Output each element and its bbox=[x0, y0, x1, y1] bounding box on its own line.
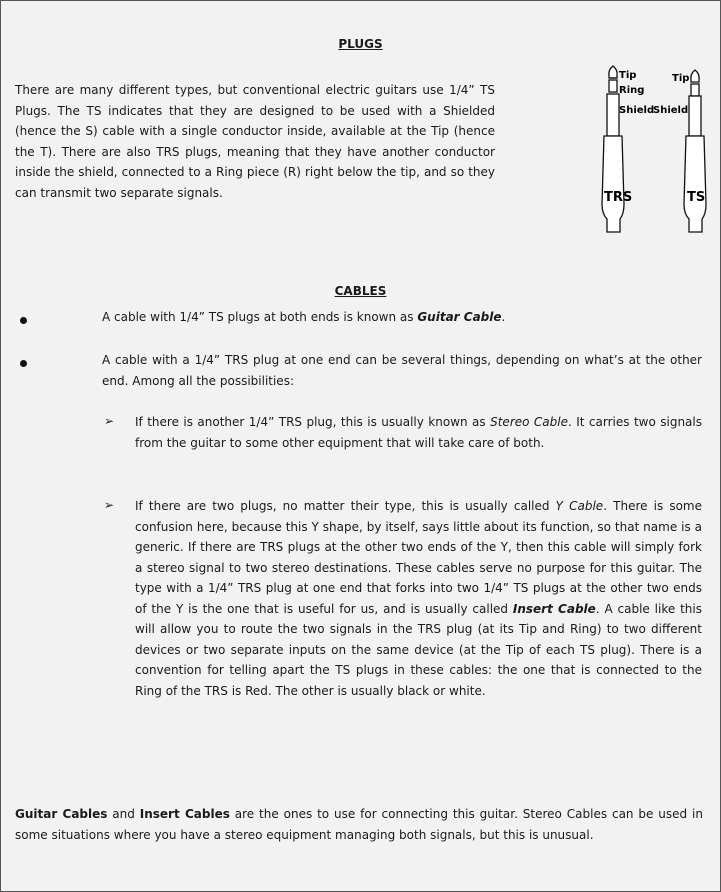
bullet1-text: A cable with 1/4” TS plugs at both ends … bbox=[102, 310, 418, 324]
trs-name-label: TRS bbox=[604, 190, 632, 205]
sub-stereo-cable: If there is another 1/4” TRS plug, this … bbox=[135, 412, 702, 453]
sub2-end: . A cable like this will allow you to ro… bbox=[135, 601, 702, 698]
ts-name-label: TS bbox=[687, 190, 705, 205]
bullet-dot bbox=[20, 360, 27, 367]
sub1-text: If there is another 1/4” TRS plug, this … bbox=[135, 415, 491, 429]
arrow-bullet-icon: ➢ bbox=[104, 414, 115, 428]
ts-shield-label: Shield bbox=[653, 105, 688, 116]
trs-tip-label: Tip bbox=[619, 70, 636, 81]
guitar-cable-term: Guitar Cable bbox=[417, 310, 502, 324]
plugs-heading: PLUGS bbox=[338, 37, 383, 51]
bullet-guitar-cable: A cable with 1/4” TS plugs at both ends … bbox=[102, 307, 702, 328]
trs-shield-label: Shield bbox=[619, 105, 654, 116]
sub2-text: If there are two plugs, no matter their … bbox=[135, 499, 556, 513]
y-cable-term: Y Cable bbox=[555, 499, 604, 513]
insert-cables-term: Insert Cables bbox=[139, 807, 230, 821]
summary-text: are the ones to use for connecting this … bbox=[15, 807, 703, 842]
plugs-intro-paragraph: There are many different types, but conv… bbox=[15, 83, 495, 200]
ts-plug-drawing: Tip Shield TS bbox=[653, 69, 707, 233]
trs-ring-label: Ring bbox=[619, 85, 644, 96]
bullet-trs-cable: A cable with a 1/4” TRS plug at one end … bbox=[102, 353, 702, 388]
sub1-end: . It carries two signals from the guitar… bbox=[135, 415, 702, 450]
bullet1-end: . bbox=[501, 310, 506, 324]
insert-cable-term: Insert Cable bbox=[512, 601, 596, 616]
stereo-cable-term: Stereo Cable bbox=[490, 415, 568, 429]
guitar-cables-term: Guitar Cables bbox=[15, 807, 108, 821]
ts-tip-label: Tip bbox=[672, 73, 689, 84]
sub2-middle: . There is some confusion here, because … bbox=[135, 499, 703, 616]
summary-paragraph: Guitar Cables and Insert Cables are the … bbox=[15, 804, 703, 845]
bullet-dot bbox=[20, 317, 27, 324]
arrow-bullet-icon: ➢ bbox=[104, 498, 115, 512]
plug-illustration: Tip Ring Shield TRS Tip Shield TS bbox=[601, 65, 707, 233]
summary-and: and bbox=[107, 807, 140, 821]
trs-plug-drawing: Tip Ring Shield TRS bbox=[601, 65, 654, 233]
sub-y-cable: If there are two plugs, no matter their … bbox=[135, 496, 702, 701]
cables-heading: CABLES bbox=[334, 284, 387, 298]
